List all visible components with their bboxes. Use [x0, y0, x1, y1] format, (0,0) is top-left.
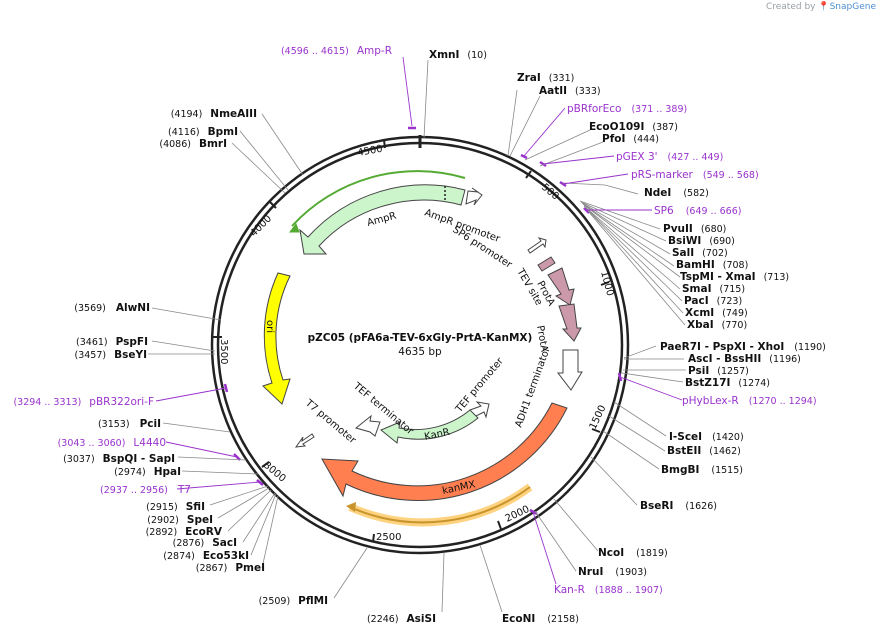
- primer-t7[interactable]: (2937 .. 2956)T7: [100, 484, 191, 496]
- enzyme-site-econi[interactable]: EcoNI(2158): [502, 613, 579, 625]
- enzyme-site-saci[interactable]: (2876)SacI: [173, 537, 237, 549]
- enzyme-site-asci-bsshii[interactable]: AscI - BssHII(1196): [688, 353, 801, 365]
- tick-label: 3500: [218, 339, 229, 364]
- primer-pbrforeco[interactable]: pBRforEco(371 .. 389): [567, 103, 687, 115]
- enzyme-site-bamhi[interactable]: BamHI(708): [676, 259, 748, 271]
- tick-label: 1000: [598, 270, 615, 297]
- enzyme-site-asisi[interactable]: (2246)AsiSI: [367, 613, 436, 625]
- primer-phyblex-r[interactable]: pHybLex-R(1270 .. 1294): [682, 395, 817, 407]
- primer-marks: [223, 126, 623, 516]
- primer-pbr322ori-f[interactable]: (3294 .. 3313)pBR322ori-F: [13, 396, 154, 408]
- feature-ampr-label: AmpR: [366, 211, 398, 229]
- watermark: Created by 📍SnapGene: [766, 2, 876, 12]
- enzyme-site-nmeaiii[interactable]: (4194)NmeAIII: [171, 108, 257, 120]
- enzyme-site-aatii[interactable]: AatII(333): [539, 85, 601, 97]
- watermark-brand: SnapGene: [829, 2, 876, 12]
- enzyme-site-xmni[interactable]: XmnI(10): [429, 49, 487, 61]
- plasmid-name: pZC05 (pFA6a-TEV-6xGly-PrtA-KanMX): [308, 332, 533, 344]
- enzyme-site-ncoi[interactable]: NcoI(1819): [598, 547, 668, 559]
- watermark-prefix: Created by: [765, 2, 816, 12]
- feature-kanr[interactable]: KanR: [380, 409, 479, 444]
- enzyme-site-paci[interactable]: PacI(723): [684, 295, 742, 307]
- enzyme-site-ndei[interactable]: NdeI(582): [644, 187, 709, 199]
- enzyme-site-xcmi[interactable]: XcmI(749): [685, 307, 748, 319]
- primer-kan-r[interactable]: Kan-R(1888 .. 1907): [554, 584, 663, 596]
- enzyme-site-bspqi-sapi[interactable]: (3037)BspQI - SapI: [63, 453, 175, 465]
- enzyme-leaders: [148, 59, 686, 613]
- enzyme-site-pvuii[interactable]: PvuII(680): [663, 223, 726, 235]
- enzyme-site-sali[interactable]: SalI(702): [672, 247, 728, 259]
- primer-labels: (4596 .. 4615)Amp-R pBRforEco(371 .. 389…: [13, 45, 816, 596]
- enzyme-site-eco53ki[interactable]: (2874)Eco53kI: [163, 550, 249, 562]
- tick-label: 3000: [261, 460, 288, 485]
- enzyme-site-sfii[interactable]: (2915)SfiI: [146, 501, 205, 513]
- enzyme-site-bseri[interactable]: BseRI(1626): [640, 500, 717, 512]
- enzyme-site-paer7i-pspxi-xhoi[interactable]: PaeR7I - PspXI - XhoI(1190): [660, 341, 826, 353]
- primer-leaders: [155, 56, 683, 585]
- feature-sp6-promoter[interactable]: SP6 promoter: [450, 224, 547, 271]
- enzyme-site-pcii[interactable]: (3153)PciI: [98, 418, 161, 430]
- enzyme-site-pflmi[interactable]: (2509)PflMI: [259, 595, 328, 607]
- feature-tef-promoter[interactable]: TEF promoter: [453, 355, 506, 419]
- enzyme-site-bsteii[interactable]: BstEII(1462): [667, 445, 741, 457]
- primer-sp6[interactable]: SP6(649 .. 666): [654, 205, 741, 217]
- snapgene-logo-icon: 📍: [818, 2, 830, 12]
- enzyme-site-smai[interactable]: SmaI(715): [682, 283, 745, 295]
- primer-amp-r[interactable]: (4596 .. 4615)Amp-R: [281, 45, 392, 57]
- enzyme-site-psii[interactable]: PsiI(1257): [688, 365, 749, 377]
- feature-kanr-label: KanR: [423, 427, 451, 443]
- enzyme-site-bseyi[interactable]: (3457)BseYI: [75, 349, 147, 361]
- tick-3500: 3500: [213, 336, 229, 364]
- tick-1000: 1000: [598, 270, 615, 297]
- feature-kanmx[interactable]: kanMX: [321, 402, 568, 501]
- feature-prota-2-label: ProtA: [534, 325, 549, 353]
- tick-3000: 3000: [261, 460, 288, 485]
- feature-t7-promoter[interactable]: T7 promoter: [294, 397, 358, 448]
- tick-label: 2500: [376, 532, 401, 543]
- enzyme-site-pmei[interactable]: (2867)PmeI: [196, 562, 265, 574]
- enzyme-site-bpmi[interactable]: (4116)BpmI: [168, 126, 238, 138]
- feature-ori-label: ori: [264, 320, 275, 333]
- enzyme-site-alwni[interactable]: (3569)AlwNI: [74, 302, 150, 314]
- enzyme-site-pfoi[interactable]: PfoI(444): [602, 133, 659, 145]
- feature-kanmx-orf[interactable]: [346, 483, 533, 527]
- enzyme-labels: XmnI(10) ZraI(331) AatII(333) EcoO109I(3…: [63, 49, 826, 625]
- enzyme-site-ecoo109i[interactable]: EcoO109I(387): [589, 121, 678, 133]
- plasmid-length: 4635 bp: [398, 346, 442, 358]
- tick-label: 4500: [357, 144, 384, 159]
- tick-label: 500: [539, 182, 561, 203]
- tick-label: 4000: [248, 213, 274, 239]
- primer-prs-marker[interactable]: pRS-marker(549 .. 568): [631, 169, 759, 181]
- enzyme-site-tspmi-xmai[interactable]: TspMI - XmaI(713): [680, 271, 789, 283]
- enzyme-site-bmri[interactable]: (4086)BmrI: [159, 138, 227, 150]
- feature-prota-2[interactable]: ProtA: [534, 303, 582, 353]
- enzyme-site-zrai[interactable]: ZraI(331): [517, 72, 574, 84]
- enzyme-site-i-scei[interactable]: I-SceI(1420): [669, 431, 744, 443]
- primer-l4440[interactable]: (3043 .. 3060)L4440: [58, 437, 166, 449]
- tick-4500: 4500: [357, 139, 386, 159]
- feature-ori[interactable]: ori: [262, 272, 291, 405]
- enzyme-site-nrui[interactable]: NruI(1903): [578, 566, 647, 578]
- enzyme-site-spei[interactable]: (2902)SpeI: [147, 514, 213, 526]
- primer-pgex-3[interactable]: pGEX 3'(427 .. 449): [616, 151, 723, 163]
- enzyme-site-bsiwi[interactable]: BsiWI(690): [668, 235, 735, 247]
- enzyme-site-bmgbi[interactable]: BmgBI(1515): [661, 464, 743, 476]
- enzyme-site-hpai[interactable]: (2974)HpaI: [114, 466, 181, 478]
- enzyme-site-bstz17i[interactable]: BstZ17I(1274): [685, 377, 770, 389]
- enzyme-site-pspfi[interactable]: (3461)PspFI: [76, 336, 148, 348]
- enzyme-site-xbai[interactable]: XbaI(770): [687, 319, 747, 331]
- tick-2500: 2500: [372, 532, 401, 543]
- enzyme-site-ecorv[interactable]: (2892)EcoRV: [146, 526, 223, 538]
